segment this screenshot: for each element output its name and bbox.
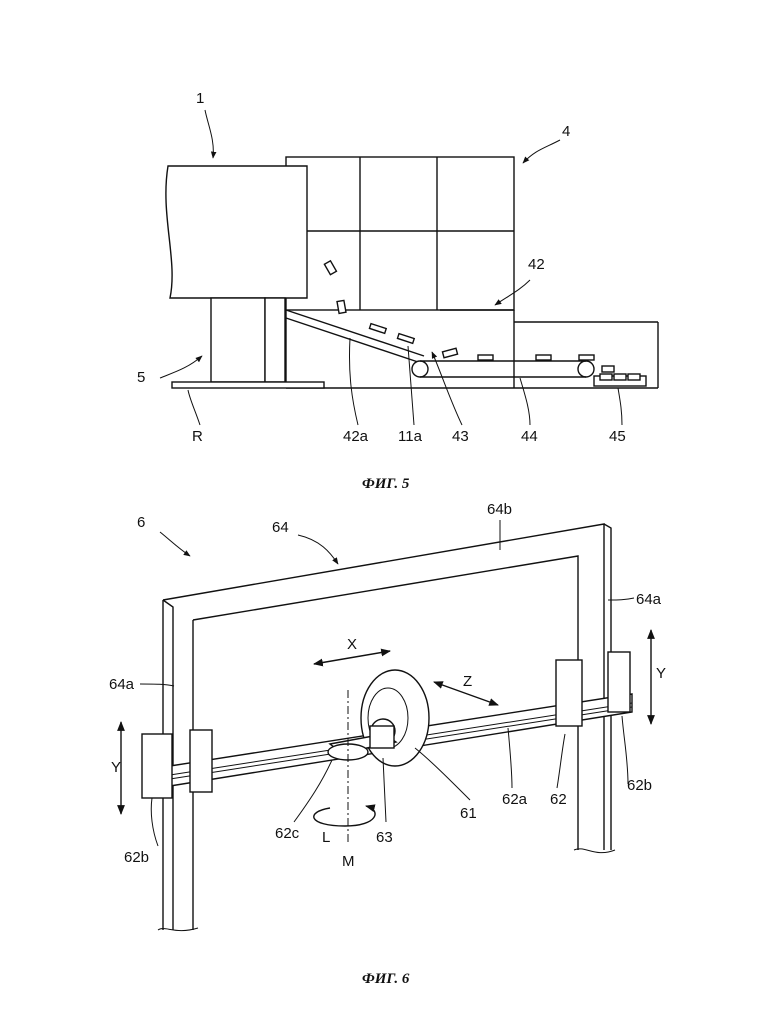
slider-62b-left xyxy=(142,734,172,798)
figure-5-caption: ФИГ. 5 xyxy=(362,476,410,492)
tool-assembly xyxy=(328,670,429,845)
ref-R-label: R xyxy=(192,428,203,445)
ref-62c-label: 62c xyxy=(275,825,300,842)
ref-42-label: 42 xyxy=(528,256,545,273)
ref-44-label: 44 xyxy=(521,428,538,445)
ref-Y-right-label: Y xyxy=(656,665,666,682)
ref-63-label: 63 xyxy=(376,829,393,846)
ref-6-label: 6 xyxy=(137,514,145,531)
storage-rack-4 xyxy=(286,157,514,310)
ref-64-label: 64 xyxy=(272,519,289,536)
figure-5: 1 4 42 5 R 42a 11a 43 44 45 ФИГ. 5 xyxy=(137,90,658,492)
figure-6: 6 64 64b 64a 64a X Z Y Y 62b 62b 62c L M… xyxy=(109,501,666,987)
ref-45-label: 45 xyxy=(609,428,626,445)
ref-Z-label: Z xyxy=(463,673,472,690)
figure-6-caption: ФИГ. 6 xyxy=(362,971,410,987)
ref-64b-label: 64b xyxy=(487,501,512,518)
ref-4-label: 4 xyxy=(562,123,570,140)
ref-11a-label: 11a xyxy=(398,428,423,445)
ref-L-label: L xyxy=(322,829,330,846)
ref-5-label: 5 xyxy=(137,369,145,386)
ref-62a-label: 62a xyxy=(502,791,528,808)
ref-64a-right-label: 64a xyxy=(636,591,662,608)
conveyor-44 xyxy=(412,348,594,377)
ref-64a-left-label: 64a xyxy=(109,676,135,693)
ref-61-label: 61 xyxy=(460,805,477,822)
ref-42a-label: 42a xyxy=(343,428,369,445)
ref-62b-right-label: 62b xyxy=(627,777,652,794)
ref-Y-left-label: Y xyxy=(111,759,121,776)
ref-62-label: 62 xyxy=(550,791,567,808)
ref-X-label: X xyxy=(347,636,357,653)
tray-45 xyxy=(594,366,646,386)
rotation-arrow-L xyxy=(314,806,375,826)
slider-62b-right xyxy=(556,660,582,726)
robot-body-1 xyxy=(166,166,324,388)
chute-42a xyxy=(286,310,424,364)
ref-M-label: M xyxy=(342,853,355,870)
falling-part xyxy=(337,300,346,313)
ref-62b-left-label: 62b xyxy=(124,849,149,866)
ref-43-label: 43 xyxy=(452,428,469,445)
ref-1-label: 1 xyxy=(196,90,204,107)
